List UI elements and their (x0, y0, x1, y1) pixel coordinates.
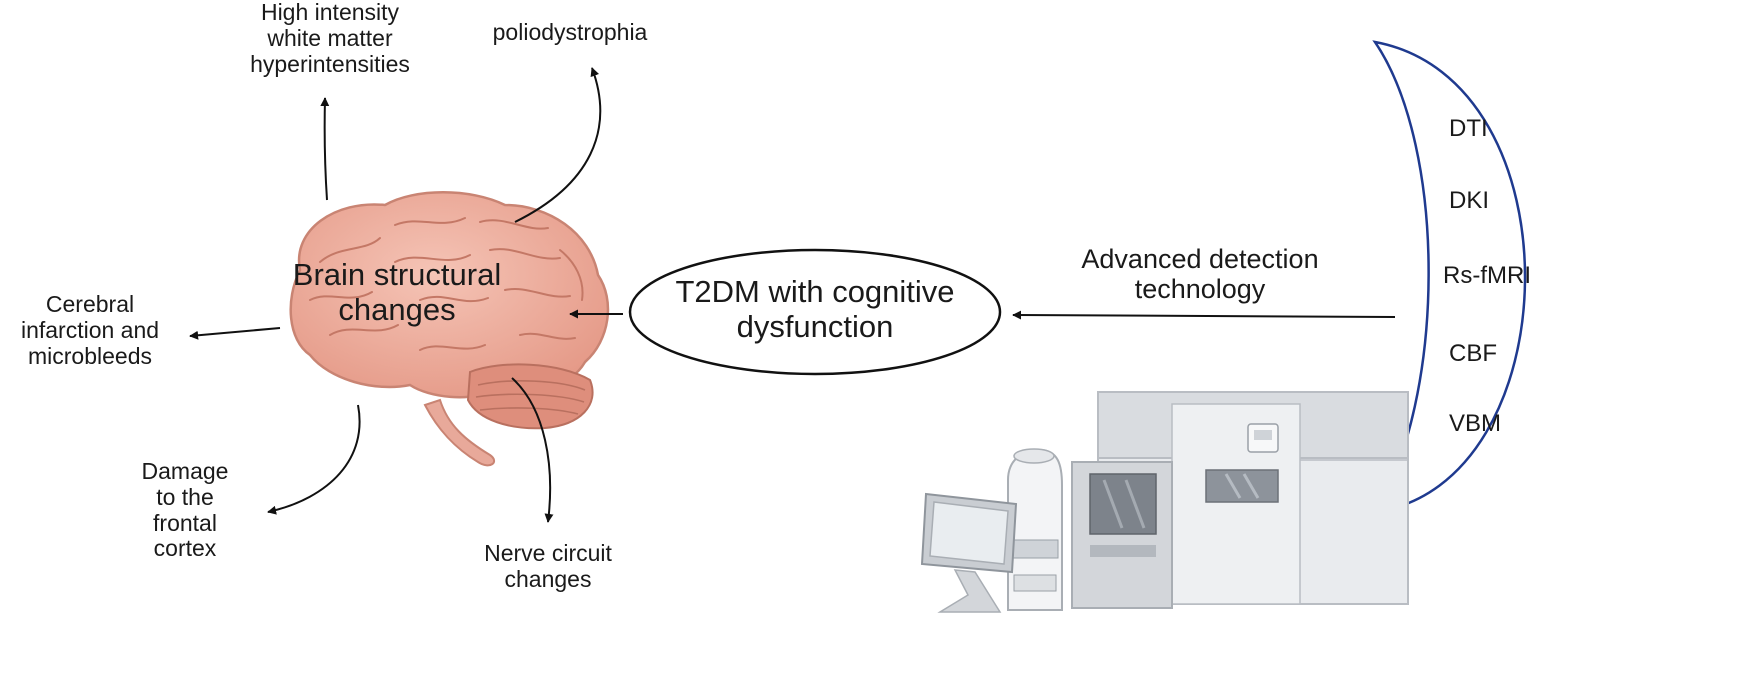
poliodystrophia-label: poliodystrophia (492, 19, 648, 45)
arrow-to-frontal (267, 404, 361, 515)
center-ellipse (628, 248, 1002, 376)
hyperintensities-label: High intensity white matter hyperintensi… (250, 0, 410, 77)
arrow-to-poliodystrophia (514, 67, 602, 223)
arrow-to-infarction (189, 327, 281, 340)
imaging-equipment-illustration (920, 391, 1409, 613)
technique-cbf: CBF (1449, 340, 1497, 367)
brain-structural-changes-label: Brain structural changes (292, 257, 502, 327)
technique-dti: DTI (1449, 115, 1488, 142)
brain-illustration (289, 191, 610, 467)
arrow-to-circuit (511, 377, 554, 523)
nerve-circuit-label: Nerve circuit changes (484, 540, 612, 592)
arrow-to-center (1012, 310, 1396, 320)
technique-crescent (1372, 40, 1527, 514)
frontal-cortex-label: Damage to the frontal cortex (141, 458, 229, 562)
technique-vbm: VBM (1449, 410, 1502, 437)
effect-arrows (189, 67, 1396, 523)
t2dm-cognitive-dysfunction-label: T2DM with cognitive dysfunction (675, 274, 955, 344)
cerebral-infarction-label: Cerebral infarction and microbleeds (20, 291, 160, 369)
arrow-to-hyperintensities (320, 97, 330, 201)
technique-dki: DKI (1449, 187, 1490, 214)
technique-rs-fmri: Rs-fMRI (1443, 262, 1531, 289)
advanced-detection-technology-label: Advanced detection technology (1081, 244, 1319, 305)
